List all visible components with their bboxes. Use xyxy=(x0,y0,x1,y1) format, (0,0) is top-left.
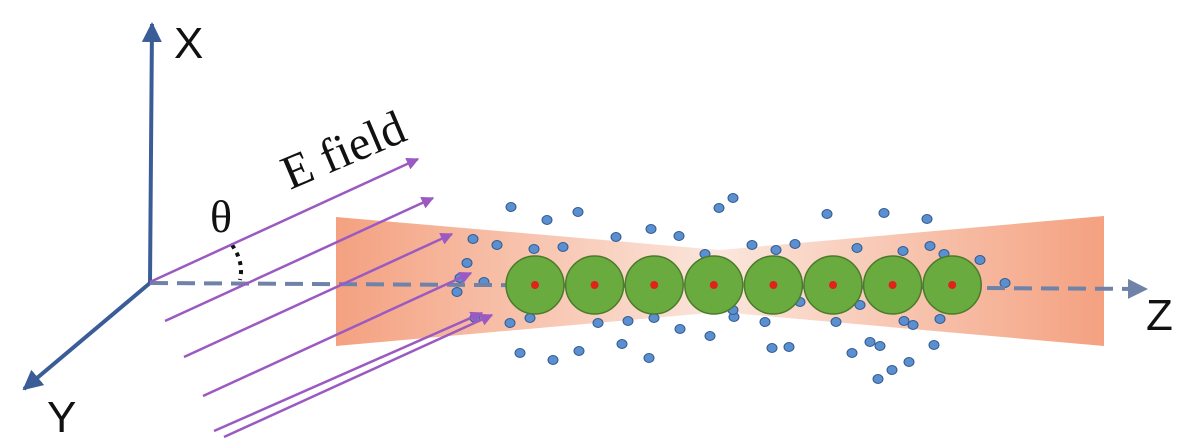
scattered-particle xyxy=(573,346,585,356)
sphere-center-dot xyxy=(888,281,897,289)
scattered-particle xyxy=(547,355,559,365)
scattered-particle xyxy=(674,324,686,334)
scattered-particle xyxy=(770,245,782,255)
sphere-center-dot xyxy=(650,281,659,289)
e-field-arrow xyxy=(202,271,473,398)
scattered-particle xyxy=(524,313,536,323)
e-field-arrow xyxy=(213,311,484,433)
theta-label: θ xyxy=(210,191,232,242)
sphere-center-dot xyxy=(709,281,718,289)
y-axis-label: Y xyxy=(47,393,76,441)
scattered-particle xyxy=(864,337,876,347)
e-field-label: E field xyxy=(274,101,414,200)
scattered-particle xyxy=(874,341,886,351)
scattered-particle xyxy=(491,240,503,250)
scattered-particle xyxy=(851,243,863,253)
e-field-arrows xyxy=(149,157,494,439)
scattered-particle xyxy=(557,242,569,252)
scattered-particle xyxy=(898,316,910,326)
sphere-center-dot xyxy=(948,281,957,289)
sphere-center-dot xyxy=(531,281,539,289)
scattered-particle xyxy=(878,208,890,218)
e-field-arrow xyxy=(183,232,454,359)
scattered-particle xyxy=(622,316,634,326)
scattered-particle xyxy=(999,278,1011,288)
scattered-particle xyxy=(783,342,795,352)
sphere-center-dot xyxy=(590,281,599,289)
scattered-particle xyxy=(467,234,479,244)
scattered-particle xyxy=(830,317,842,327)
scattered-particle xyxy=(974,255,986,265)
scattered-particle xyxy=(514,348,526,358)
scattered-particle xyxy=(643,353,655,363)
scattered-particle xyxy=(713,203,725,213)
scattered-particle xyxy=(727,193,739,203)
x-axis-label: X xyxy=(174,19,203,68)
scattered-particle xyxy=(934,314,946,324)
scattered-particle xyxy=(846,348,858,358)
e-field-arrow xyxy=(149,157,420,284)
sphere-center-dot xyxy=(769,281,778,289)
y-axis xyxy=(22,281,152,391)
scattered-particle xyxy=(821,209,833,219)
scattered-particle xyxy=(645,224,657,234)
scattered-particle xyxy=(673,231,685,241)
x-axis xyxy=(141,22,162,284)
scattered-particle xyxy=(766,343,778,353)
scattered-particle xyxy=(541,215,553,225)
scattered-particle xyxy=(648,313,660,323)
scattered-particle xyxy=(924,241,936,251)
scattered-particle xyxy=(504,318,516,328)
angle-arc xyxy=(230,243,243,281)
scattered-particle xyxy=(886,365,898,375)
scattered-particle xyxy=(572,207,584,217)
scattered-particle xyxy=(872,374,884,384)
scattered-particle xyxy=(789,239,801,249)
scattered-particle xyxy=(505,202,517,212)
sphere-center-dot xyxy=(829,281,837,289)
scattered-particle xyxy=(746,240,758,250)
e-field-arrow xyxy=(164,196,435,323)
scattered-particle xyxy=(921,214,933,224)
scattered-particle xyxy=(928,340,940,350)
scattered-particle xyxy=(616,339,628,349)
trapped-spheres xyxy=(505,255,982,315)
scattered-particle xyxy=(592,318,604,328)
scattered-particle xyxy=(461,258,473,268)
z-axis-label: Z xyxy=(1146,291,1173,340)
scattered-particle xyxy=(704,331,716,341)
scattered-particle xyxy=(610,232,622,242)
scattered-particle xyxy=(907,320,919,330)
e-field-arrow xyxy=(223,313,494,439)
scattered-particle xyxy=(903,357,915,367)
scattered-particle xyxy=(528,244,540,254)
scattered-particle xyxy=(759,317,771,327)
scattered-particle xyxy=(451,287,463,297)
scattered-particle xyxy=(897,246,909,256)
